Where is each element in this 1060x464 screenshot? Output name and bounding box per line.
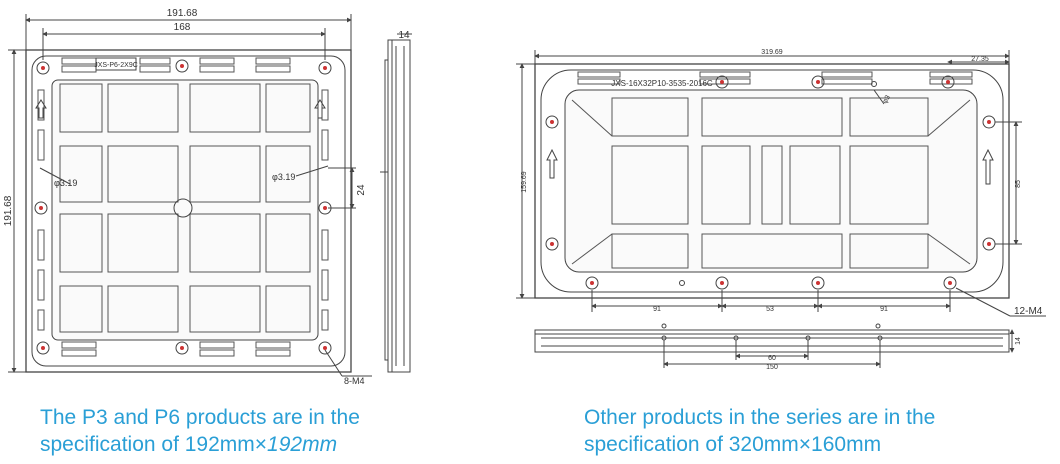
left-up-arrow-icon [35,99,47,119]
left-module-inner-frame [31,55,346,367]
left-side-slots [37,89,329,331]
right-dimension-labels: 319.69 27.35 159.69 85 φ3 91 53 91 12-M4… [521,49,1043,317]
caption-left-line2-italic: 192mm [267,433,338,456]
caption-left-line2-prefix: specification of 192mm× [40,433,268,456]
left-screw-holes [34,59,332,355]
caption-left-line1: The P3 and P6 products are in the [40,406,360,429]
right-side-dim-b: 150 [766,364,778,371]
caption-right-line2: specification of 320mm×160mm [584,433,882,456]
left-model-label: JXS-P6-2X9C [94,62,138,69]
left-model-label-box [95,57,137,71]
right-module-outer-frame [534,63,1010,299]
left-dim-height-outer: 191.68 [3,195,14,226]
right-top-slots [577,71,973,85]
right-dim-hole-spacing-v: 85 [1015,180,1022,188]
left-side-dim-thickness: 14 [398,30,410,41]
caption-right: Other products in the series are in the … [584,404,935,458]
left-dimension-labels: 191.68 168 191.68 24 φ3.19 φ3.19 8-M4 JX… [3,8,367,386]
right-model-label: JXS-16X32P10-3535-2016C [611,79,713,88]
caption-right-line1: Other products in the series are in the [584,406,936,429]
left-side-view [380,33,412,373]
left-dim-screws: 8-M4 [344,376,365,386]
right-dim-spacing-c: 91 [880,306,888,313]
right-module-cells [571,97,971,269]
left-module-outer-frame [25,49,352,373]
right-dim-hole: φ3 [882,94,892,105]
right-dim-spacing-b: 53 [766,306,774,313]
left-dim-hole-spacing: 24 [356,184,367,196]
left-center-hole [173,198,193,218]
right-up-arrow-icon [546,148,558,179]
caption-left: The P3 and P6 products are in the specif… [40,404,360,458]
left-dim-hole-left: φ3.19 [54,178,77,188]
right-up-arrow-icon-right [982,148,994,185]
left-module-front-view [8,14,372,377]
right-dim-screws: 12-M4 [1014,306,1043,317]
left-up-arrow-icon-right [314,99,326,119]
right-dim-height-outer: 159.69 [521,171,528,193]
left-module-cells [59,83,311,333]
right-module-front-view [516,50,1046,317]
right-side-dim-a: 60 [768,355,776,362]
right-dim-width-outer: 319.69 [761,49,783,56]
right-module-body [564,89,978,273]
left-dim-hole-right: φ3.19 [272,172,295,182]
right-side-dim-thickness: 14 [1015,337,1022,345]
right-module-inner-frame [540,69,1004,293]
right-side-view [534,323,1015,368]
left-dim-width-outer: 191.68 [167,8,198,19]
left-module-body [51,79,319,341]
left-top-slots [61,57,291,357]
right-dim-right-offset: 27.35 [971,56,989,63]
right-side-labels: 14 60 150 [766,337,1022,371]
left-dim-width-inner: 168 [174,22,191,33]
technical-drawing: 191.68 168 191.68 24 φ3.19 φ3.19 8-M4 JX… [3,8,1046,386]
caption-left-line2: specification of 192mm×192mm [40,431,360,458]
right-dim-spacing-a: 91 [653,306,661,313]
